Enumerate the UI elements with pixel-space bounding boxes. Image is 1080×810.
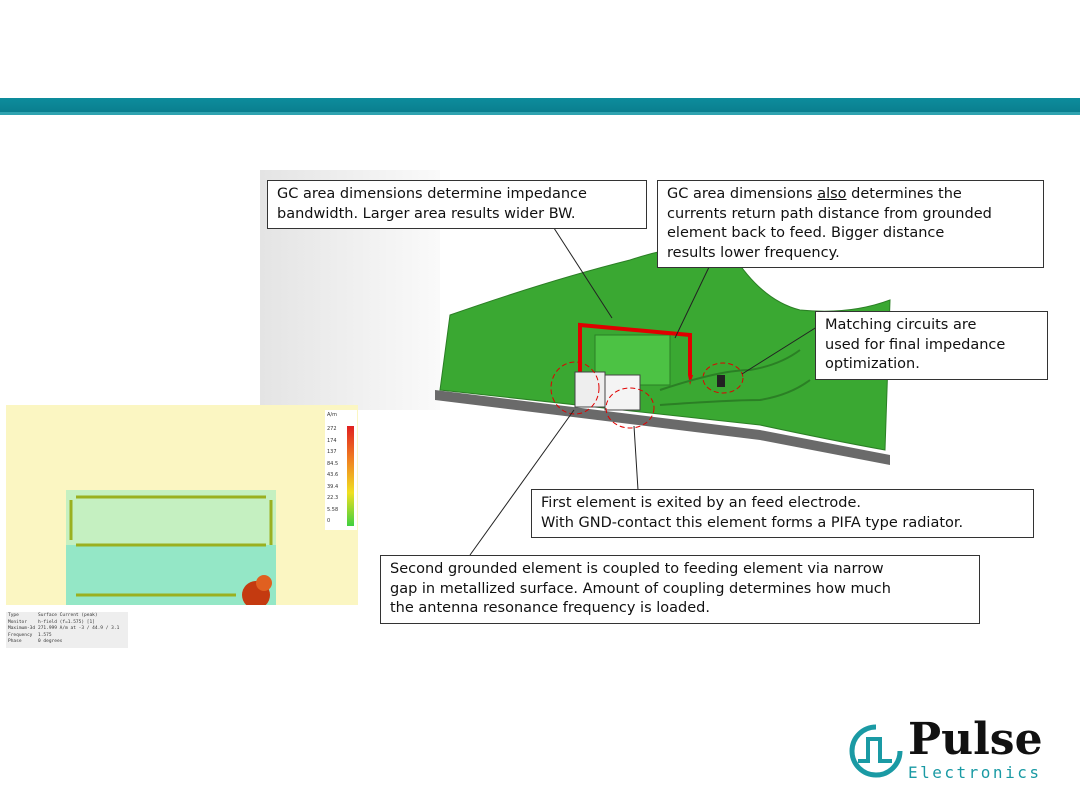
callout-line: First element is exited by an feed elect… <box>541 495 862 511</box>
legend-value: 174 <box>327 437 337 444</box>
simulation-info-table: Type Surface Current (peak) Monitor h-field… <box>6 612 128 648</box>
callout-first-element: First element is exited by an feed elect… <box>531 489 1034 538</box>
legend-value: 22.3 <box>327 495 339 501</box>
callout-line: the antenna resonance frequency is loade… <box>390 600 710 616</box>
current-vector-field <box>66 490 276 609</box>
header-band-line <box>0 112 1080 115</box>
callout-line: bandwidth. Larger area results wider BW. <box>277 205 576 222</box>
callout-line: used for final impedance <box>825 336 1006 353</box>
info-key: Frequency <box>8 632 33 638</box>
logo-name: Pulse <box>908 714 1043 765</box>
callout-line: element back to feed. Bigger distance <box>667 225 945 241</box>
emphasis: also <box>817 186 847 202</box>
info-key: Maximum-3d <box>8 626 36 632</box>
info-value: 0 degrees <box>38 639 63 645</box>
callout-line: GC area dimensions also determines the <box>667 185 1034 205</box>
text: determines the <box>846 186 962 202</box>
header-band <box>0 98 1080 112</box>
info-key: Type <box>8 613 19 618</box>
info-key: Phase <box>8 639 22 645</box>
info-value: Surface Current (peak) <box>38 613 98 618</box>
callout-line: Second grounded element is coupled to fe… <box>390 561 884 577</box>
callout-line: GC area dimensions determine impedance <box>277 186 587 202</box>
info-value: h-field (f=1.575) [1] <box>38 619 95 625</box>
info-value: 271.999 A/m at -3 / 44.9 / 3.1 <box>38 626 120 632</box>
callout-line: Matching circuits are <box>825 317 977 333</box>
legend-value: 272 <box>327 426 337 432</box>
callout-matching: Matching circuits are used for final imp… <box>815 311 1048 380</box>
callout-line: results lower frequency. <box>667 244 840 261</box>
color-bar <box>347 426 354 526</box>
legend-value: 84.5 <box>327 460 339 467</box>
legend-value: 5.58 <box>327 506 339 513</box>
pulse-electronics-logo: Pulse Electronics <box>848 715 1058 785</box>
logo-subtitle: Electronics <box>908 763 1042 782</box>
legend-unit: A/m <box>327 412 337 418</box>
info-row: Phase 0 degrees <box>8 639 126 646</box>
info-row: Frequency 1.575 <box>8 633 126 640</box>
pulse-logo-icon <box>849 724 903 778</box>
info-row: Monitor h-field (f=1.575) [1] <box>8 620 126 627</box>
color-scale-legend: A/m 272 174 137 84.5 43.6 39.4 22.3 5.58 0 <box>325 410 357 530</box>
info-value: 1.575 <box>38 632 52 638</box>
callout-line: gap in metallized surface. Amount of cou… <box>390 580 891 597</box>
pcb-antenna-render <box>435 246 891 465</box>
callout-gc-bandwidth: GC area dimensions determine impedance b… <box>267 180 647 229</box>
info-row: Type Surface Current (peak) <box>8 613 126 620</box>
callout-second-element: Second grounded element is coupled to fe… <box>380 555 980 624</box>
text: GC area dimensions <box>667 186 818 202</box>
legend-value: 43.6 <box>327 472 339 478</box>
surface-current-simulation <box>6 405 358 609</box>
legend-value: 0 <box>327 518 331 524</box>
legend-value: 39.4 <box>327 483 339 490</box>
legend-value: 137 <box>327 449 337 455</box>
callout-line: With GND-contact this element forms a PI… <box>541 514 964 531</box>
callout-gc-return-path: GC area dimensions also determines the c… <box>657 180 1044 268</box>
info-key: Monitor <box>8 619 27 625</box>
callout-line: optimization. <box>825 356 920 372</box>
callout-line: currents return path distance from groun… <box>667 205 992 222</box>
